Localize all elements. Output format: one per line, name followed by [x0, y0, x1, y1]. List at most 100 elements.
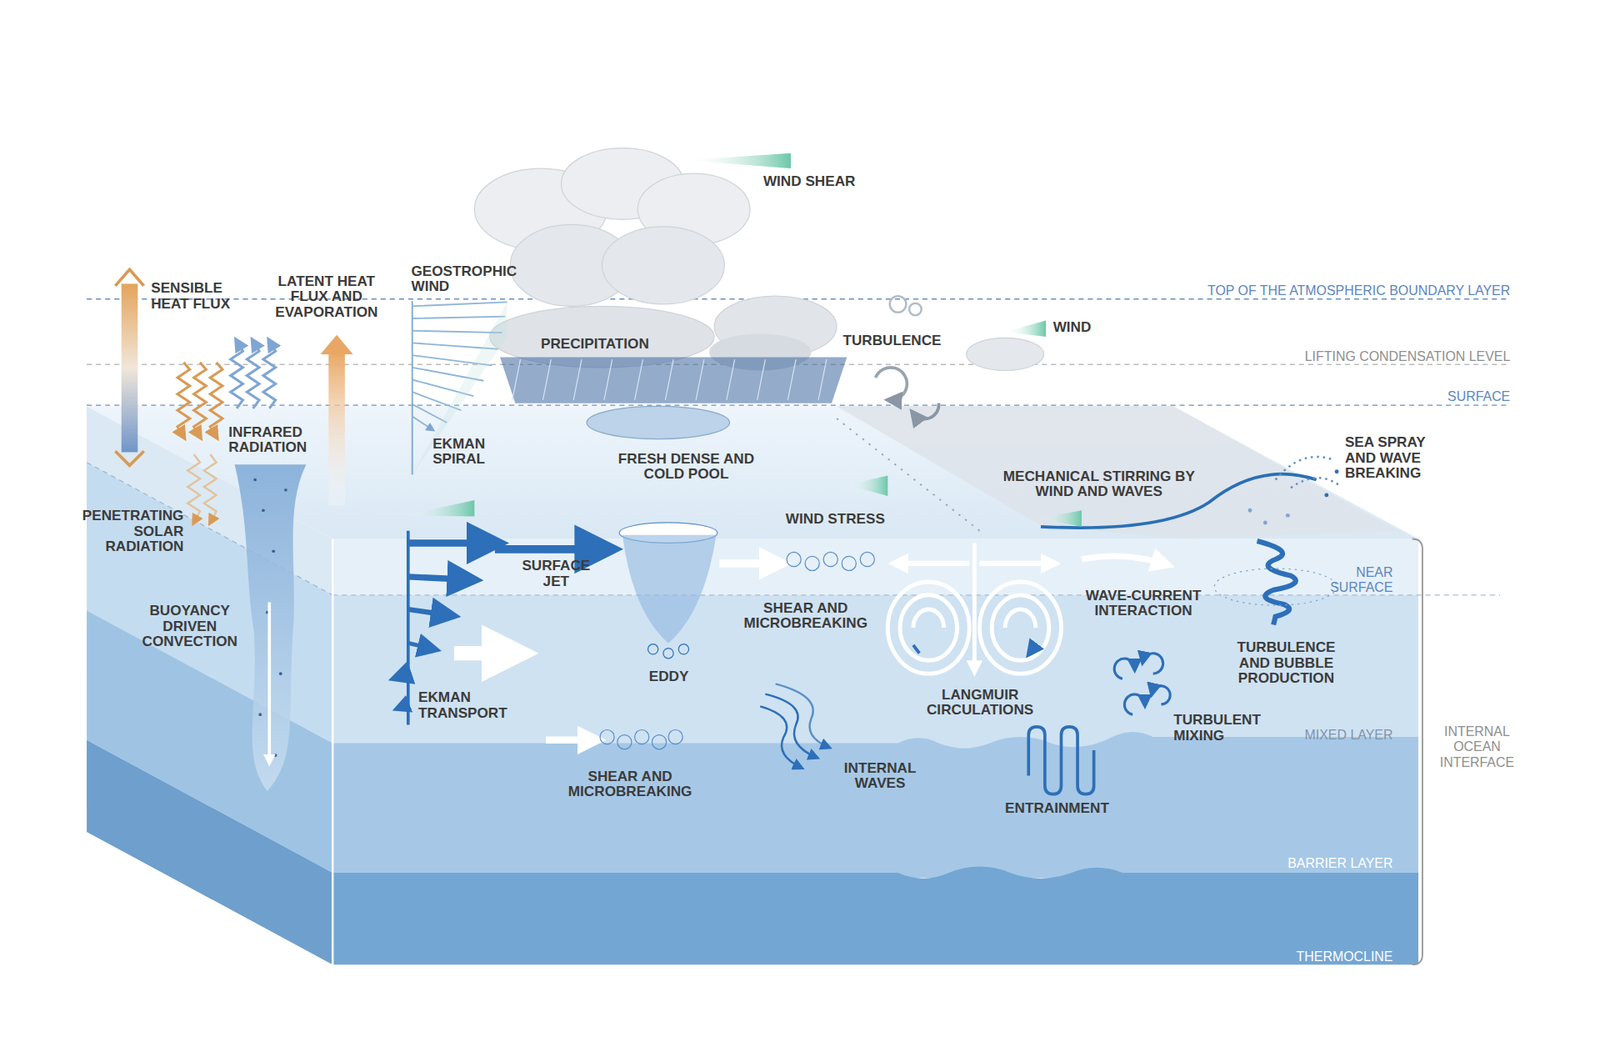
ekman-spiral	[412, 301, 508, 475]
ocean-block-front-face	[332, 731, 1419, 878]
sea-spray	[1275, 456, 1340, 497]
bubble-turbulence	[1214, 508, 1337, 625]
callout-label: THERMOCLINE	[1240, 949, 1394, 965]
interface-bracket	[1412, 539, 1423, 965]
wind-indicators	[403, 153, 1082, 527]
heat-flux-arrows	[187, 454, 200, 523]
heat-flux-arrows	[115, 269, 144, 465]
convection-plume	[284, 488, 288, 492]
ekman-spiral	[412, 301, 508, 430]
internal-waves	[760, 683, 829, 767]
shear-swirls	[719, 559, 775, 568]
langmuir-circulations	[972, 542, 977, 669]
callout-label: GEOSTROPHIC WIND	[410, 263, 539, 295]
entrainment-wave	[1028, 726, 1094, 795]
langmuir-circulations	[887, 542, 1061, 674]
callout-label: TURBULENCE AND BUBBLE PRODUCTION	[1222, 640, 1350, 686]
entrainment-wave	[1028, 726, 1094, 795]
shear-swirls	[635, 730, 650, 745]
heat-flux-arrows	[204, 454, 217, 523]
shear-swirls	[651, 735, 666, 750]
bubble-turbulence	[1257, 540, 1296, 625]
convection-plume	[235, 464, 307, 791]
shear-swirls	[617, 735, 632, 750]
callout-label: EKMAN SPIRAL	[432, 435, 505, 467]
convection-plume	[271, 549, 275, 553]
callout-label: SHEAR AND MICROBREAKING	[550, 768, 710, 800]
convection-plume	[267, 601, 271, 760]
heat-flux-arrows	[328, 351, 345, 505]
heat-flux-arrows	[177, 362, 190, 437]
callout-label: SENSIBLE HEAT FLUX	[150, 280, 248, 312]
ekman-spiral	[411, 300, 414, 475]
ocean-block-front-face	[332, 594, 1500, 595]
surface-jet-and-eddy	[495, 522, 718, 659]
callout-label: LIFTING CONDENSATION LEVEL	[1305, 349, 1510, 365]
internal-waves	[760, 705, 801, 767]
bubble-turbulence	[1285, 513, 1290, 518]
callout-label: EKMAN TRANSPORT	[418, 690, 531, 721]
clouds	[966, 337, 1045, 370]
convection-plume	[235, 464, 307, 791]
wind-indicators	[846, 475, 888, 496]
ekman-transport	[398, 704, 409, 709]
shear-swirls	[600, 730, 615, 745]
heat-flux-arrows	[320, 335, 353, 355]
wind-indicators	[1005, 320, 1046, 337]
surface-jet-and-eddy	[495, 545, 608, 554]
ocean-block-front-face	[332, 866, 1419, 965]
precipitation-rain	[586, 405, 730, 439]
heat-flux-arrows	[210, 362, 223, 437]
shear-swirls	[668, 730, 683, 745]
turbulent-mixing	[1114, 658, 1135, 679]
shear-swirls	[545, 551, 875, 749]
shear-swirls	[805, 555, 820, 570]
wind-indicators	[683, 153, 791, 169]
surface-jet-and-eddy	[678, 644, 689, 655]
callout-label: WIND STRESS	[785, 510, 885, 526]
heat-flux-arrows	[246, 340, 260, 409]
surface-jet-and-eddy	[648, 644, 659, 655]
turbulent-mixing	[1142, 653, 1163, 674]
callout-label: LATENT HEAT FLUX AND EVAPORATION	[260, 273, 393, 320]
air-turbulence	[890, 295, 907, 313]
precipitation-rain	[512, 359, 827, 400]
ekman-transport	[408, 609, 451, 615]
ocean-block-front-face	[332, 539, 1500, 965]
heat-flux-arrows	[230, 340, 244, 409]
callout-label: BARRIER LAYER	[1240, 855, 1394, 870]
convection-plume	[274, 753, 278, 757]
shear-swirls	[786, 551, 801, 566]
ocean-block-left-face	[86, 405, 333, 965]
ekman-transport	[454, 645, 510, 660]
convection-plume	[258, 712, 262, 716]
callout-label: LANGMUIR CIRCULATIONS	[910, 686, 1049, 718]
callout-label: INFRARED RADIATION	[228, 424, 325, 455]
surface-jet-and-eddy	[663, 648, 674, 659]
callout-label: NEAR SURFACE	[1310, 564, 1393, 595]
langmuir-circulations	[980, 560, 1052, 566]
ekman-transport	[408, 642, 435, 649]
wave-current	[1081, 555, 1164, 564]
callout-label: TURBULENCE	[842, 332, 941, 348]
boundary-lines	[86, 404, 1510, 405]
heat-flux-arrows	[121, 283, 139, 452]
air-turbulence	[875, 367, 908, 400]
wave-current	[1081, 555, 1164, 564]
ocean-block-front-face	[331, 539, 334, 965]
wind-indicators	[403, 500, 475, 517]
langmuir-circulations	[887, 581, 970, 674]
ekman-spiral	[412, 300, 508, 475]
precipitation-rain	[500, 357, 847, 404]
ekman-transport	[408, 539, 495, 547]
callout-label: ENTRAINMENT	[1005, 800, 1110, 815]
precipitation-rain	[500, 357, 847, 440]
callout-label: INTERNAL WAVES	[831, 760, 929, 791]
sea-spray	[1324, 492, 1329, 497]
callout-label: SURFACE JET	[510, 558, 602, 590]
callout-label: SURFACE	[1447, 389, 1510, 405]
callout-label: WIND SHEAR	[763, 173, 855, 189]
ocean-block-front-face	[332, 595, 1419, 749]
clouds	[474, 148, 1044, 371]
